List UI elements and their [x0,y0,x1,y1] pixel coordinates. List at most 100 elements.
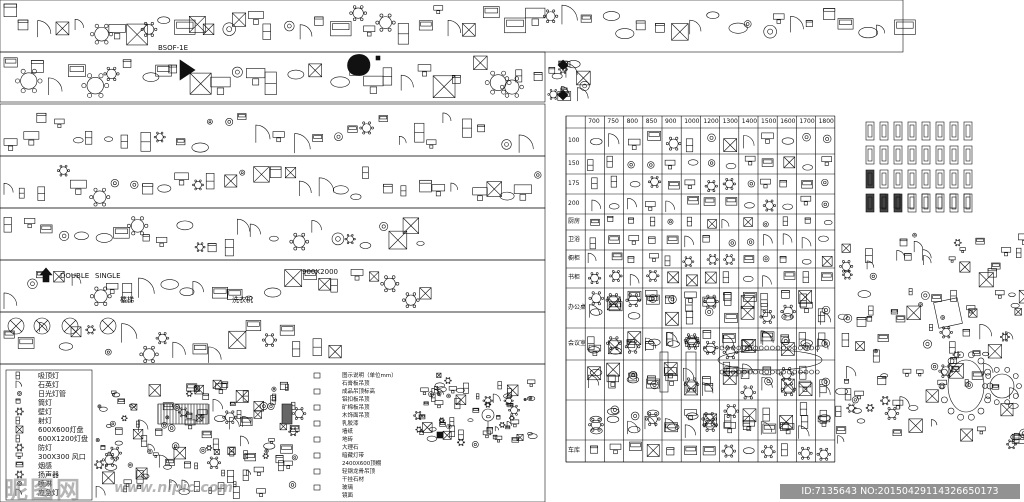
note-line: 镜面 [342,493,354,499]
fixture-block [222,22,236,36]
chair-block [90,32,95,37]
chair-block [952,353,955,356]
chair-block [461,438,464,441]
chair-block [938,382,946,390]
door-swing [742,363,754,377]
window-pane [965,172,971,186]
door-swing [876,24,886,36]
chair-block [503,399,506,402]
cad-line [925,389,939,403]
cad-line [126,23,148,46]
sofa-cushion [484,7,498,14]
chair-block [114,458,118,462]
chair-block [601,296,604,300]
desk-chair [631,145,637,150]
chair-block [941,368,948,376]
desk-block [363,75,384,87]
door-swing [208,346,222,363]
chair-block [747,345,753,351]
cad-line [723,138,737,152]
fixture-center [709,135,714,140]
chair-block [187,395,189,397]
chair-block [886,403,889,406]
chair-block [896,412,900,415]
window-pane [909,124,915,138]
chair-block [163,332,167,335]
chair-block [606,341,610,345]
chair-block [20,88,26,94]
chair-block [650,175,654,179]
round-table-block [648,271,657,280]
chair-block [982,383,988,389]
chair-block [412,304,417,308]
chair-block [379,13,384,18]
bathtub-block [128,403,136,408]
chair-block [684,341,688,345]
chair-block [712,351,716,355]
sofa-block [15,461,24,468]
chair-block [293,246,298,251]
block-label-c: SINGLE [95,272,121,280]
fixture-center [111,422,115,426]
chair-block [666,447,675,456]
chair-block [882,403,885,406]
sofa-block [835,426,847,434]
chair-block [778,372,782,376]
chair-block [202,393,209,400]
fixture-center [764,257,768,261]
round-table-block [627,341,638,352]
chair-block [703,300,707,304]
round-table-block [405,294,417,306]
chair-block [702,330,712,339]
chair-block [519,84,524,90]
desk-block [902,368,912,374]
chair-block [801,446,804,450]
chair-block [678,142,682,146]
chair-block [694,346,697,350]
door-swing [400,74,414,91]
chair-block [267,455,269,457]
door-swing [702,382,714,396]
sofa-cushion [19,338,33,345]
chair-block [707,180,710,183]
table-block [148,384,161,397]
chair-block [266,453,268,455]
window-pane [909,172,915,186]
chair-block [706,351,710,355]
chair-block [711,428,715,432]
note-swatch [313,372,321,379]
fixture-block [821,200,829,209]
chair-block [722,182,726,186]
chair-block [477,124,485,133]
cad-line [703,413,717,428]
fixture-block [288,481,297,489]
fixture-block [446,393,451,399]
chair-block [848,403,851,406]
fixture-center [265,450,268,453]
block-label-e: 楼梯 [120,296,134,304]
chair-block [131,231,136,236]
fixture-center [582,83,587,89]
sofa-block [155,64,172,77]
cad-line [740,295,755,309]
chair-block [314,16,324,26]
door-block [907,193,915,209]
chair-back [856,317,867,321]
sofa-block [991,384,1000,390]
window-pane [867,172,873,186]
chair-block [870,403,873,406]
door-swing [722,334,734,349]
chair-block [160,139,164,143]
door-swing [782,233,793,245]
table-block [70,326,82,338]
sofa-cushion [878,335,888,339]
chair-block [504,76,510,81]
bold-symbol [436,431,444,439]
chair-block [294,434,297,437]
desk-chair [631,240,636,245]
grid-col-label: 850 [645,118,658,125]
round-table-block [725,347,736,358]
fixture-block [763,24,777,39]
round-table-block [95,461,103,468]
door-block [935,193,943,209]
